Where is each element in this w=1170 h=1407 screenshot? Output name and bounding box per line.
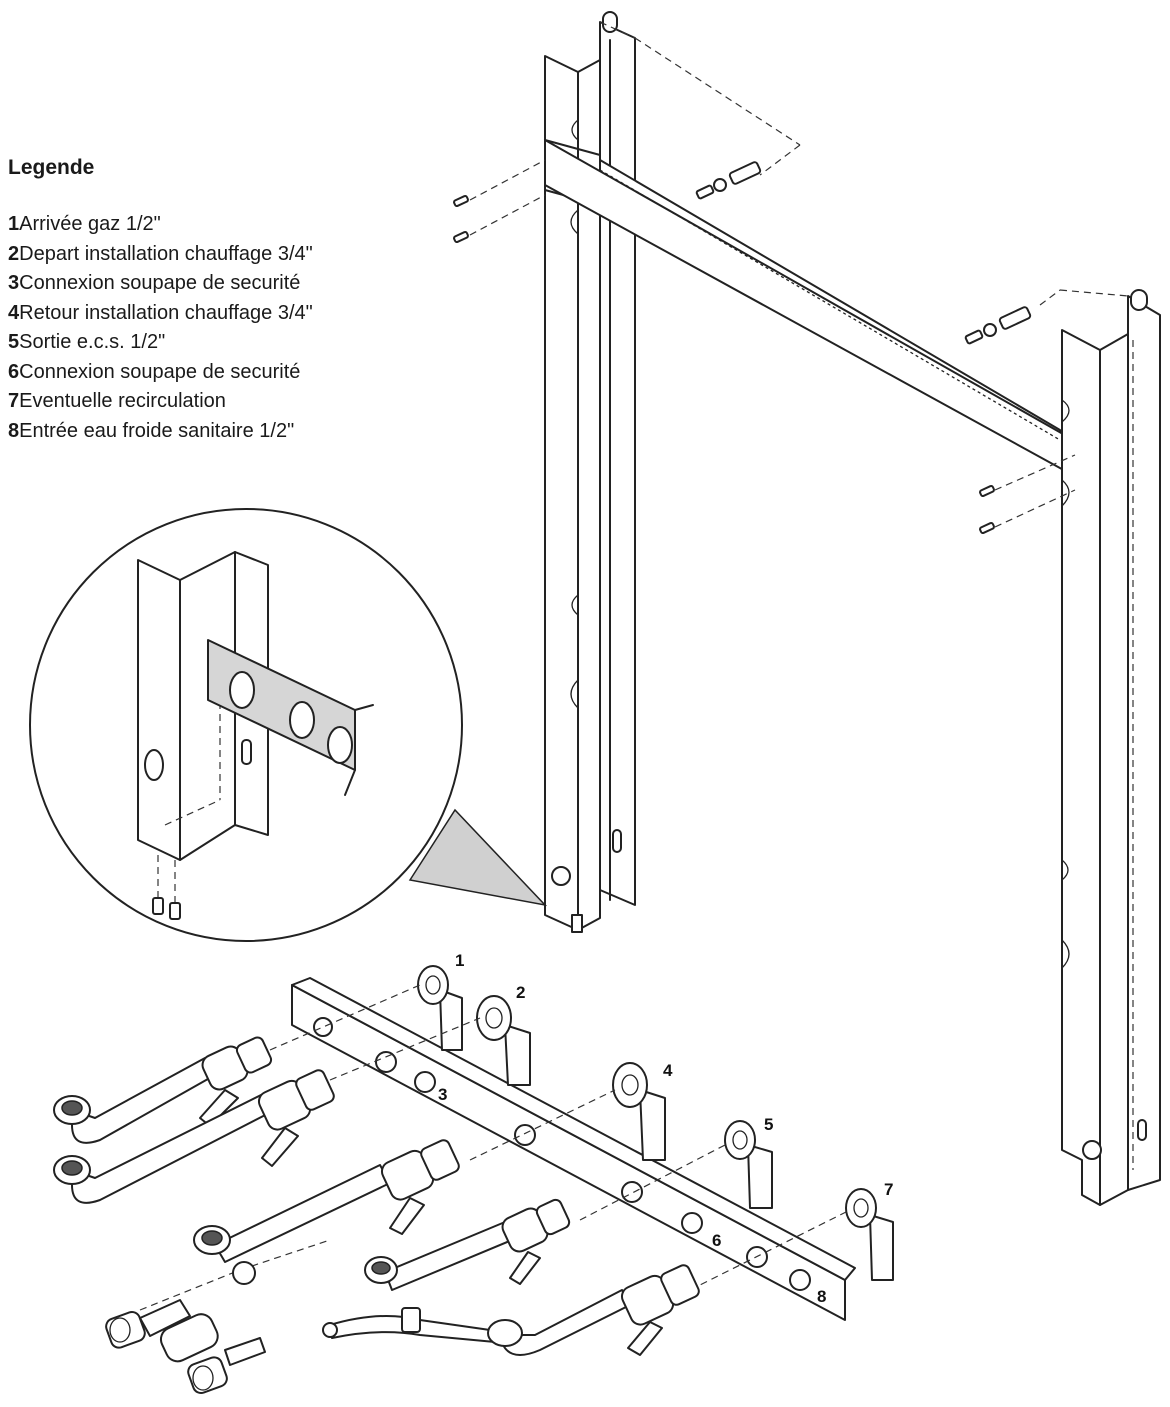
legend-item-label: Connexion soupape de securité	[19, 360, 301, 383]
valve-heating-return	[193, 1139, 460, 1285]
callout-7: 7	[884, 1180, 893, 1199]
callout-3: 3	[438, 1085, 447, 1104]
legend-item-number: 2	[8, 242, 20, 265]
elbow-fitting-5	[724, 1120, 773, 1209]
legend-item-number: 5	[8, 331, 20, 353]
legend-item: 8Entrée eau froide sanitaire 1/2"	[8, 417, 428, 447]
wall-plug-right	[964, 289, 1129, 345]
legend-item-number: 6	[8, 360, 20, 383]
legend-item: 6Connexion soupape de securité	[8, 358, 428, 388]
wall-plug-top	[695, 161, 762, 200]
legend: Legende 1Arrivée gaz 1/2" 2Depart instal…	[8, 156, 428, 446]
screws-left	[453, 159, 546, 244]
legend-item-label: Entrée eau froide sanitaire 1/2"	[19, 419, 295, 442]
valve-gas	[53, 1036, 273, 1144]
valve-heating-flow	[53, 1069, 335, 1204]
legend-item-label: Sortie e.c.s. 1/2"	[19, 331, 166, 353]
legend-item-number: 7	[8, 390, 20, 412]
valve-dhw-outlet	[364, 1198, 571, 1291]
callout-1: 1	[455, 951, 464, 970]
legend-item-number: 1	[8, 213, 20, 235]
callout-2: 2	[516, 983, 525, 1002]
valve-cold-water-inlet	[322, 1264, 700, 1356]
legend-item-number: 3	[8, 272, 20, 294]
elbow-fitting-2	[476, 995, 531, 1086]
legend-item-number: 8	[8, 419, 20, 442]
legend-item: 7Eventuelle recirculation	[8, 387, 428, 417]
callout-5: 5	[764, 1115, 773, 1134]
legend-item-number: 4	[8, 301, 20, 324]
legend-item-label: Connexion soupape de securité	[19, 272, 301, 294]
detail-magnifier	[29, 508, 548, 942]
elbow-fitting-4	[612, 1062, 666, 1161]
legend-item-label: Arrivée gaz 1/2"	[19, 213, 161, 235]
left-upright-rail	[544, 11, 636, 933]
wall-fixings	[453, 21, 1129, 535]
legend-item: 2Depart installation chauffage 3/4"	[8, 240, 428, 270]
legend-title: Legende	[8, 156, 95, 179]
safety-valve	[105, 1299, 266, 1394]
legend-list: 1Arrivée gaz 1/2" 2Depart installation c…	[8, 210, 428, 446]
callout-8: 8	[817, 1287, 826, 1306]
legend-item: 1Arrivée gaz 1/2"	[8, 210, 428, 240]
legend-item-label: Eventuelle recirculation	[19, 390, 226, 412]
elbow-fittings	[417, 965, 894, 1281]
connection-bar	[291, 977, 856, 1321]
elbow-fitting-1	[417, 965, 463, 1051]
right-upright-rail	[1061, 289, 1161, 1206]
legend-item-label: Retour installation chauffage 3/4"	[19, 301, 313, 324]
legend-item: 5Sortie e.c.s. 1/2"	[8, 328, 428, 358]
legend-item-label: Depart installation chauffage 3/4"	[19, 242, 313, 265]
alignment-lines	[139, 984, 851, 1311]
callout-4: 4	[663, 1061, 673, 1080]
callout-labels: 1 2 3 4 5 6 7 8	[438, 951, 893, 1306]
elbow-fitting-7	[845, 1188, 894, 1281]
legend-item: 3Connexion soupape de securité	[8, 269, 428, 299]
screws-right	[979, 454, 1076, 535]
callout-6: 6	[712, 1231, 721, 1250]
valves	[53, 1036, 700, 1394]
legend-item: 4Retour installation chauffage 3/4"	[8, 299, 428, 329]
